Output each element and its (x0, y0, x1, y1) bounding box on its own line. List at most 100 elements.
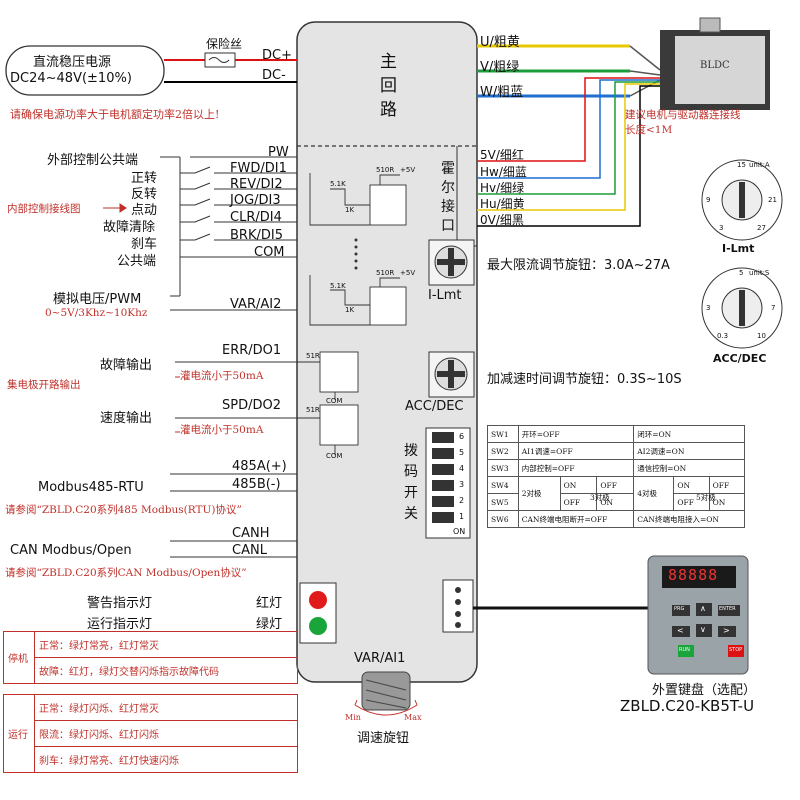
modbus-label: Modbus485-RTU (38, 480, 144, 495)
input-label-clr: 故障清除 (103, 220, 156, 235)
dip-char-2: 码 (404, 464, 418, 480)
keypad-key-prg[interactable]: PRG (674, 606, 685, 612)
inputs-note: 内部控制接线图 (7, 203, 81, 215)
red-led (309, 591, 327, 609)
terminal-di5: BRK/DI5 (230, 228, 283, 243)
main-char-1: 主 (380, 52, 397, 72)
ilmt-body-label: I-Lmt (428, 288, 462, 303)
terminal-di2: REV/DI2 (230, 177, 283, 192)
keypad-key-up[interactable]: ∧ (700, 604, 706, 613)
dip-char-4: 关 (404, 506, 418, 522)
keypad-key-right[interactable]: > (723, 626, 730, 635)
keypad-key-left[interactable]: < (677, 626, 684, 635)
power-note: 请确保电源功率大于电机额定功率2倍以上! (10, 108, 220, 121)
dip-num-6: 6 (459, 432, 465, 441)
terminal-do2: SPD/DO2 (222, 398, 281, 413)
ilmt-tick-21: 21 (768, 196, 777, 204)
acc-tick-5: 5 (739, 269, 744, 277)
power-supply-box (5, 45, 165, 96)
input-label-jog: 点动 (131, 203, 158, 218)
ilmt-tick-3: 3 (719, 224, 724, 232)
modbus-note: 请参阅“ZBLD.C20系列485 Modbus(RTU)协议” (5, 504, 242, 516)
ilmt-dial-title: I-Lmt (722, 242, 755, 255)
acc-tick-3: 3 (706, 304, 711, 312)
acc-body-label: ACC/DEC (405, 399, 464, 414)
ilmt-tick-15: 15 (737, 161, 746, 169)
status-stop: 停机 (3, 631, 35, 684)
main-char-3: 路 (380, 100, 397, 120)
power-title: 直流稳压电源 (33, 55, 112, 70)
ilmt-unit: unit:A (749, 161, 770, 169)
can-note: 请参阅“ZBLD.C20系列CAN Modbus/Open协议” (5, 567, 247, 579)
keypad-key-run[interactable]: RUN (679, 647, 690, 653)
keypad-display: 88888 (668, 566, 719, 584)
acc-unit: unit:S (749, 269, 770, 277)
main-char-2: 回 (380, 76, 397, 96)
hall-char-2: 尔 (441, 180, 455, 196)
motor-note-2: 长度<1M (625, 124, 673, 136)
acc-tick-7: 7 (771, 304, 776, 312)
pot-max: Max (404, 713, 422, 722)
hall-char-3: 接 (441, 199, 455, 215)
dip-num-2: 2 (459, 496, 465, 505)
res-1k-2: 1K (345, 306, 355, 314)
p5-label: 5对极 (696, 493, 716, 502)
pot-min: Min (345, 713, 361, 722)
dip-num-5: 5 (459, 448, 465, 457)
keypad-key-stop[interactable]: STOP (729, 647, 743, 653)
terminal-di4: CLR/DI4 (230, 210, 282, 225)
err-label: 故障输出 (100, 358, 153, 373)
keypad-key-down[interactable]: ∨ (700, 625, 706, 634)
terminal-pw: PW (268, 145, 289, 160)
vcc-1: +5V (400, 166, 416, 174)
w-terminal: W/粗蓝 (480, 85, 524, 100)
res-510r-1: 510R (376, 166, 395, 174)
hall-char-1: 霍 (441, 161, 455, 177)
motor-note-1: 建议电机与驱动器连接线 (625, 109, 741, 121)
dip-num-1: 1 (459, 512, 465, 521)
res-5k1-2: 5.1K (330, 282, 346, 290)
analog-label: 模拟电压/PWM (53, 292, 142, 307)
terminal-485a: 485A(+) (232, 459, 287, 474)
ilmt-desc: 最大限流调节旋钮：3.0A~27A (487, 258, 670, 273)
res-1k-1: 1K (345, 206, 355, 214)
terminal-485b: 485B(-) (232, 477, 281, 492)
input-label-common-ext: 外部控制公共端 (47, 153, 139, 168)
res-51r-1: 51R (306, 352, 320, 360)
com-do1: COM (326, 397, 343, 405)
ilmt-tick-27: 27 (757, 224, 766, 232)
hall-char-4: 口 (441, 218, 455, 234)
red-led-label: 红灯 (256, 596, 283, 611)
com-do2: COM (326, 452, 343, 460)
ilmt-tick-9: 9 (706, 196, 711, 204)
terminal-di1: FWD/DI1 (230, 161, 287, 176)
u-terminal: U/粗黄 (480, 35, 520, 50)
status-table: 停机正常：绿灯常亮，红灯常灭 故障：红灯，绿灯交替闪烁指示故障代码 运行正常：绿… (3, 631, 298, 773)
keypad-key-enter[interactable]: ENTER (719, 606, 736, 612)
terminal-do1: ERR/DO1 (222, 343, 282, 358)
collector-note: 集电极开路输出 (7, 379, 81, 391)
analog-note: 0~5V/3Khz~10Khz (45, 307, 148, 319)
spd-label: 速度输出 (100, 411, 153, 426)
acc-desc: 加减速时间调节旋钮：0.3S~10S (487, 372, 682, 387)
terminal-com: COM (254, 245, 285, 260)
pot-name: 调速旋钮 (357, 731, 410, 746)
status-run: 运行 (3, 694, 35, 773)
terminal-di3: JOG/DI3 (230, 193, 281, 208)
pot-label: VAR/AI1 (354, 651, 406, 666)
v-terminal: V/粗绿 (480, 60, 520, 75)
res-5k1-1: 5.1K (330, 180, 346, 188)
warn-label: 警告指示灯 (87, 596, 153, 611)
dip-char-1: 拨 (404, 443, 418, 459)
dip-char-3: 开 (404, 485, 418, 501)
dc-plus: DC+ (262, 48, 292, 63)
hall-hw: Hw/细蓝 (480, 165, 527, 179)
spd-note: 灌电流小于50mA (180, 424, 264, 436)
motor-label: BLDC (700, 60, 730, 71)
dc-minus: DC- (262, 68, 286, 83)
hall-hu: Hu/细黄 (480, 197, 525, 211)
acc-tick-03: 0.3 (717, 332, 729, 340)
input-label-rev: 反转 (131, 187, 158, 202)
